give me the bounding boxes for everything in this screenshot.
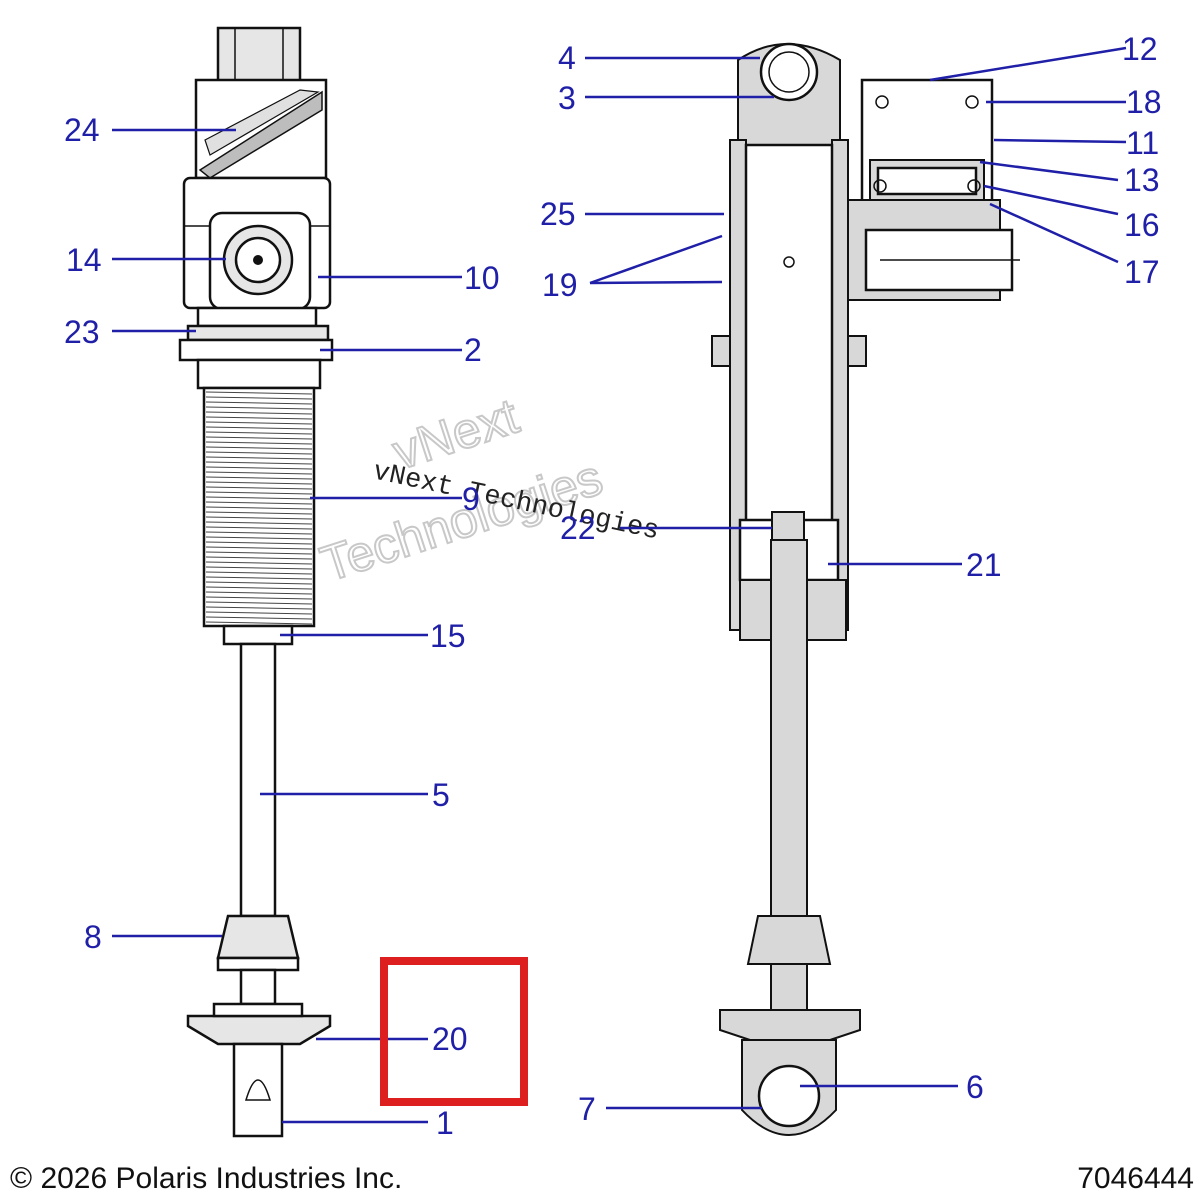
callout-20: 20 — [432, 1021, 468, 1057]
callout-9: 9 — [462, 481, 480, 517]
piston-shaft — [239, 642, 277, 918]
callout-12: 12 — [1122, 31, 1158, 67]
callout-18: 18 — [1126, 84, 1162, 120]
end-cap — [186, 1014, 332, 1046]
callout-25: 25 — [540, 196, 576, 232]
callout-13: 13 — [1124, 162, 1160, 198]
callout-6: 6 — [966, 1069, 984, 1105]
callout-24: 24 — [64, 112, 100, 148]
callout-7: 7 — [578, 1091, 596, 1127]
piston-shaft-section — [770, 539, 808, 1061]
callout-14: 14 — [66, 242, 102, 278]
callout-5: 5 — [432, 777, 450, 813]
callout-15: 15 — [430, 618, 466, 654]
callout-10: 10 — [464, 260, 500, 296]
leader-lines — [112, 46, 1127, 1124]
highlight-box — [380, 957, 528, 1106]
bump-stop-section — [746, 915, 832, 965]
reservoir-top-fitting — [216, 26, 302, 84]
callout-21: 21 — [966, 547, 1002, 583]
callout-4: 4 — [558, 40, 576, 76]
copyright-text: © 2026 Polaris Industries Inc. — [10, 1162, 403, 1195]
callout-1: 1 — [436, 1105, 454, 1141]
spring-adjuster-ring — [178, 338, 334, 362]
callout-labels: 24 14 23 8 10 2 9 15 5 20 1 4 3 25 19 22… — [64, 31, 1162, 1141]
callout-16: 16 — [1124, 207, 1160, 243]
callout-8: 8 — [84, 919, 102, 955]
callout-17: 17 — [1124, 254, 1160, 290]
threaded-body — [202, 386, 316, 628]
callout-3: 3 — [558, 80, 576, 116]
bump-stop — [216, 914, 300, 960]
bottom-bearing — [757, 1064, 821, 1128]
callout-19: 19 — [542, 267, 578, 303]
diagram-part-number: 7046444 — [1077, 1162, 1194, 1195]
callout-22: 22 — [560, 510, 596, 546]
callout-23: 23 — [64, 314, 100, 350]
callout-2: 2 — [464, 332, 482, 368]
shock-bore — [744, 143, 834, 527]
callout-11: 11 — [1126, 125, 1159, 161]
locking-collar — [186, 324, 330, 342]
watermark: vNext Technologies vNext Technologies — [313, 387, 662, 594]
shock-exterior-view — [178, 26, 334, 1138]
shock-section-view — [711, 42, 1020, 1136]
